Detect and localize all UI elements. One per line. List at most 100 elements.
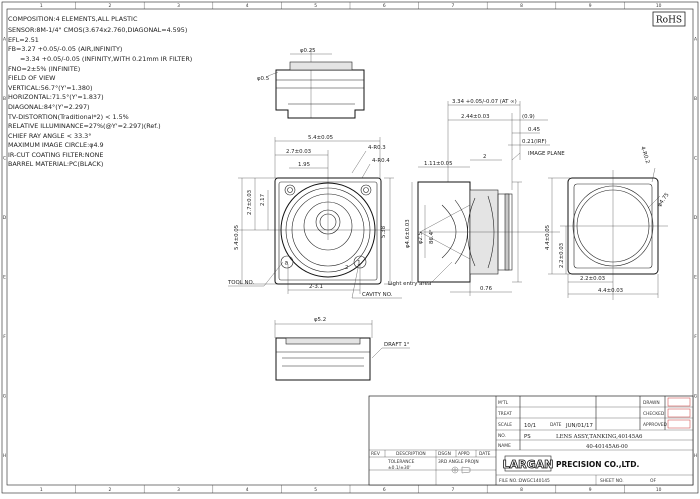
company-sub: PRECISION CO.,LTD. bbox=[556, 460, 639, 469]
note-line: FNO=2±5% (INFINITE) bbox=[8, 65, 80, 73]
frame-zone-number: 4 bbox=[246, 3, 249, 9]
tb-dsgn: DSGN bbox=[438, 451, 451, 457]
svg-text:a: a bbox=[285, 260, 289, 267]
dim-front-31: 2-3.1 bbox=[309, 284, 323, 290]
dim-front-538: 5.38 bbox=[381, 225, 387, 238]
dim-back-h44: 4.4±0.05 bbox=[545, 225, 551, 250]
rohs-box bbox=[652, 11, 686, 27]
front-view: 5.4±0.05 2.7±0.03 1.95 4-R0.3 4-R0.4 5.4… bbox=[227, 135, 402, 299]
tb-tolerance-value: ±0.1/±30' bbox=[388, 465, 411, 471]
label-image-plane: IMAGE PLANE bbox=[528, 151, 565, 157]
tb-description: DESCRIPTION bbox=[396, 451, 426, 457]
tb-sheet-no: SHEET NO. bbox=[600, 478, 624, 484]
section-view: 3.34 +0.05/-0.07 (AT ∞) 2.44±0.03 (0.9) … bbox=[388, 99, 565, 296]
tb-checked: CHECKED bbox=[643, 411, 665, 417]
note-line: FIELD OF VIEW bbox=[8, 74, 56, 82]
dim-side-09: (0.9) bbox=[522, 114, 535, 120]
frame-zone-letter: G bbox=[694, 393, 698, 399]
frame-zone-number: 1 bbox=[40, 3, 43, 9]
note-line: HORIZONTAL:71.5°(Y'=1.837) bbox=[8, 93, 104, 101]
label-cavity-no: CAVITY NO. bbox=[362, 292, 393, 298]
frame-zone-letter: F bbox=[694, 334, 697, 340]
approved-stamp bbox=[667, 419, 691, 429]
frame-zone-letter: C bbox=[3, 155, 6, 161]
frame-zone-letter: H bbox=[694, 453, 697, 459]
frame-zone-number: 10 bbox=[656, 487, 662, 493]
dim-front-2: 2 bbox=[345, 265, 348, 271]
dim-front-217: 2.17 bbox=[260, 194, 266, 206]
frame-zone-number: 4 bbox=[246, 487, 249, 493]
back-view: 4-R0.2 φ4.75 4.4±0.05 2.2±0.03 2.2±0.03 … bbox=[545, 146, 671, 300]
frame-zone-letter: E bbox=[3, 274, 6, 280]
tb-rev-date: DATE bbox=[479, 451, 491, 457]
dim-front-h27: 2.7±0.03 bbox=[247, 190, 253, 215]
label-tool-no: TOOL NO. bbox=[227, 280, 255, 286]
frame-zone-number: 5 bbox=[314, 487, 317, 493]
dim-d025: φ0.25 bbox=[300, 48, 316, 54]
frame-zone-number: 2 bbox=[109, 3, 112, 9]
tb-angle: 3RD ANGLE PROJN bbox=[438, 459, 479, 465]
frame-zone-number: 3 bbox=[177, 3, 180, 9]
note-line: MAXIMUM IMAGE CIRCLE:φ4.9 bbox=[8, 141, 104, 149]
tb-no-value: PS bbox=[524, 434, 531, 440]
frame-zone-letter: D bbox=[694, 215, 698, 221]
frame-zone-letter: A bbox=[694, 36, 697, 42]
note-line: TV-DISTORTION(Traditional*2) < 1.5% bbox=[7, 113, 129, 121]
dim-back-4r02: 4-R0.2 bbox=[639, 146, 650, 165]
dim-d05: φ0.5 bbox=[257, 76, 269, 82]
tb-appd: APPD bbox=[458, 451, 470, 457]
dim-side-076: 0.76 bbox=[480, 286, 493, 292]
note-line: SENSOR:8M-1/4" CMOS(3.674x2.760,DIAGONAL… bbox=[8, 26, 187, 34]
company-logo: LARGAN bbox=[503, 458, 554, 471]
dim-back-w44: 4.4±0.03 bbox=[598, 288, 623, 294]
tb-part-value: 40-40145A6-00 bbox=[586, 444, 628, 450]
bottom-side-view: φ5.2 DRAFT 1° bbox=[274, 317, 410, 381]
note-line: FB=3.27 +0.05/-0.05 (AIR,INFINITY) bbox=[8, 45, 122, 53]
dim-side-2: 2 bbox=[483, 154, 486, 160]
frame-zone-letter: D bbox=[3, 215, 7, 221]
dim-side-d46: φ4.6±0.03 bbox=[405, 219, 411, 248]
tb-rev: REV bbox=[371, 451, 380, 457]
tb-tolerance: TOLERANCE bbox=[387, 459, 415, 465]
frame-zone-number: 9 bbox=[589, 487, 592, 493]
tb-scale-value: 10/1 bbox=[524, 423, 536, 429]
dim-side-d25: φ2.5 bbox=[418, 232, 424, 244]
dim-side-334: 3.34 +0.05/-0.07 (AT ∞) bbox=[452, 99, 517, 105]
dim-front-4r03: 4-R0.3 bbox=[368, 145, 386, 151]
frame-zone-number: 2 bbox=[109, 487, 112, 493]
dim-front-w27: 2.7±0.03 bbox=[286, 149, 311, 155]
tb-approved: APPROVED bbox=[643, 422, 668, 428]
frame-zone-number: 3 bbox=[177, 487, 180, 493]
tb-name-value: LENS ASSY,TANKING,40145A6 bbox=[556, 434, 643, 440]
note-line: COMPOSITION:4 ELEMENTS,ALL PLASTIC bbox=[8, 15, 138, 23]
tb-date-value: JUN/01/17 bbox=[565, 423, 593, 429]
frame-zone-letter: F bbox=[3, 334, 6, 340]
frame-zone-number: 8 bbox=[520, 487, 523, 493]
company-logo-box bbox=[504, 455, 552, 472]
dim-side-244: 2.44±0.03 bbox=[461, 114, 490, 120]
note-line: IR-CUT COATING FILTER:NONE bbox=[8, 151, 103, 159]
tb-drawn: DRAWN bbox=[643, 400, 660, 406]
dim-bottom-d52: φ5.2 bbox=[314, 317, 326, 323]
title-block: M'TL TREAT SCALE 10/1 DATE JUN/01/17 NO.… bbox=[368, 395, 694, 486]
frame-zone-letter: H bbox=[3, 453, 6, 459]
tb-no: NO. bbox=[498, 433, 506, 439]
dim-side-111: 1.11±0.05 bbox=[424, 161, 453, 167]
frame-zone-letter: G bbox=[3, 393, 7, 399]
frame-zone-number: 7 bbox=[452, 487, 455, 493]
dim-back-h22: 2.2±0.03 bbox=[559, 243, 565, 268]
tb-sheet-of: OF bbox=[650, 478, 656, 484]
drawn-stamp bbox=[667, 397, 691, 407]
frame-zone-letter: C bbox=[694, 155, 697, 161]
note-line: =3.34 +0.05/-0.05 (INFINITY,WITH 0.21mm … bbox=[20, 55, 192, 63]
dim-back-w22: 2.2±0.03 bbox=[580, 276, 605, 282]
frame-zone-number: 6 bbox=[383, 3, 386, 9]
dim-front-h54: 5.4±0.05 bbox=[234, 225, 240, 250]
svg-text:1: 1 bbox=[357, 260, 361, 267]
note-line: DIAGONAL:84°(Y'=2.297) bbox=[8, 103, 90, 111]
note-line: VERTICAL:56.7°(Y'=1.380) bbox=[8, 84, 92, 92]
